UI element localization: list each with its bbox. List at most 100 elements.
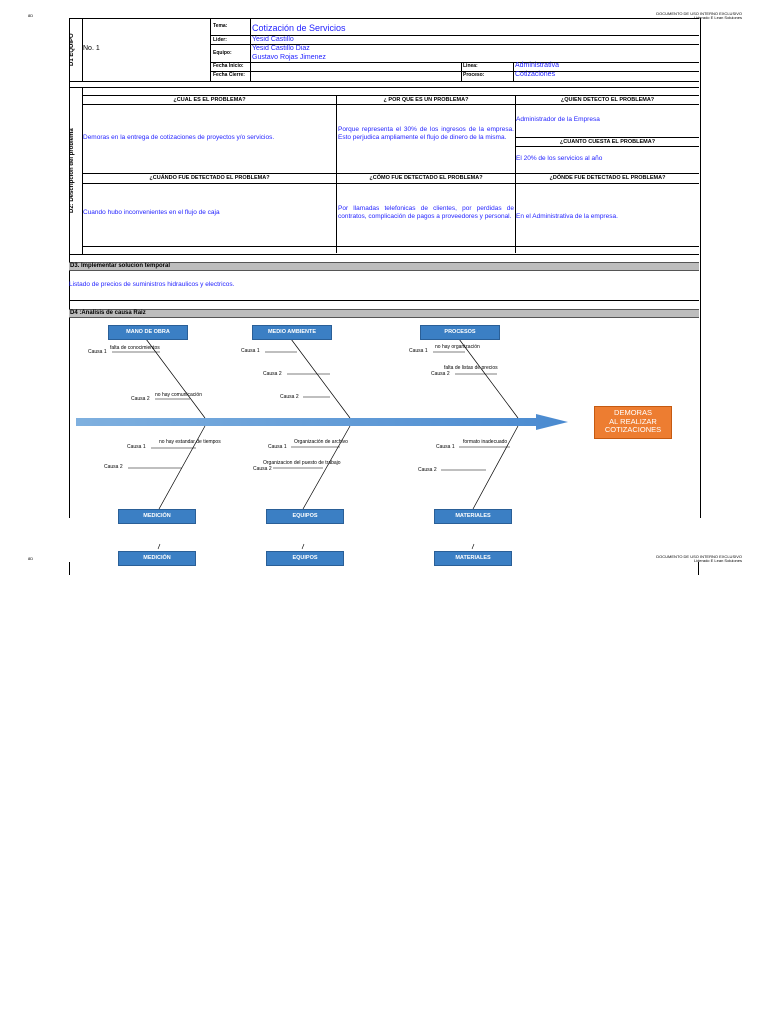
- spine-arrow: [76, 414, 568, 430]
- d1-side: D1 EQUIPO: [69, 19, 83, 81]
- bone-medio-ambiente: [290, 338, 351, 419]
- cause-label: Causa 2: [280, 394, 299, 400]
- cause-label: Causa 2: [104, 464, 123, 470]
- d4-bar: D4 :Analisis de causa Raiz: [69, 309, 699, 318]
- d2-col-line: [336, 95, 337, 253]
- cat-materiales: MATERIALES: [434, 509, 512, 524]
- effect-line3: COTIZACIONES: [604, 425, 662, 434]
- a-donde: En el Administrativa de la empresa.: [516, 213, 618, 220]
- effect-box: DEMORAS AL REALIZAR COTIZACIONES: [594, 406, 672, 439]
- row-line: [515, 146, 699, 147]
- cause-label: Causa 1: [127, 444, 146, 450]
- bone-stub: [471, 543, 475, 550]
- a-como: Por llamadas telefonicas de clientes, po…: [338, 205, 514, 220]
- page2-frame-left: [69, 562, 70, 575]
- bone-stub: [157, 543, 161, 550]
- a-cuanto: El 20% de los servicios al año: [516, 155, 603, 162]
- cat-mano-obra: MANO DE OBRA: [108, 325, 188, 340]
- cause-label: Causa 2: [131, 396, 150, 402]
- d2-section: D2: Descripción del problema ¿CUAL ES EL…: [69, 87, 699, 255]
- page2-mark: 8D: [28, 556, 34, 561]
- d3-text: Listado de precios de suministros hidrau…: [69, 281, 235, 288]
- cause-text: falta de listas de precios: [444, 365, 498, 371]
- page2-cat-medicion: MEDICIÓN: [118, 551, 196, 566]
- cause-label: Causa 1: [436, 444, 455, 450]
- equipo-label: Equipo:: [213, 50, 232, 56]
- doc-header-line1: DOCUMENTO DE USO INTERNO EXCLUSIVO: [656, 11, 742, 16]
- a-cuando: Cuando hubo inconvenientes en el flujo d…: [83, 209, 220, 216]
- d1-divider3: [461, 62, 462, 81]
- tema-value: Cotización de Servicios: [252, 23, 346, 33]
- q-donde: ¿DÓNDE FUE DETECTADO EL PROBLEMA?: [549, 175, 666, 181]
- a-quien: Administrador de la Empresa: [516, 116, 600, 123]
- row-line: [211, 71, 699, 72]
- equipo-value-2: Gustavo Rojas Jimenez: [252, 54, 326, 61]
- d1-number: No. 1: [83, 45, 100, 52]
- bone-equipos: [302, 425, 351, 510]
- q-porque: ¿ POR QUE ES UN PROBLEMA?: [383, 97, 469, 103]
- effect-line1: DEMORAS: [614, 408, 652, 417]
- lider-label: Lider:: [213, 37, 227, 43]
- proceso-value: Cotizaciones: [515, 71, 556, 78]
- q-cual: ¿CUAL ES EL PROBLEMA?: [173, 97, 246, 103]
- d3-bar: D3. Implementar solucion temporal: [69, 262, 699, 271]
- page2-frame-right: [698, 562, 699, 575]
- cat-equipos: EQUIPOS: [266, 509, 344, 524]
- fecha-cierre-label: Fecha Cierre:: [213, 72, 245, 78]
- cause-label: Causa 1: [241, 348, 260, 354]
- effect-line2: AL REALIZAR: [609, 416, 657, 426]
- page2-cat-materiales: MATERIALES: [434, 551, 512, 566]
- cause-text: Organizacion del puesto de trabajo: [263, 460, 341, 466]
- d1-divider: [210, 19, 211, 81]
- doc-header: DOCUMENTO DE USO INTERNO EXCLUSIVO Lider…: [656, 12, 742, 20]
- row-line: [69, 300, 699, 301]
- bone-stub: [301, 543, 305, 550]
- doc-mark: 8D: [28, 13, 34, 18]
- row-line: [515, 137, 699, 138]
- cause-label: Causa 2: [418, 467, 437, 473]
- row-line: [211, 35, 699, 36]
- q-quien: ¿QUIEN DETECTO EL PROBLEMA?: [560, 97, 655, 103]
- bone-materiales: [472, 425, 519, 510]
- cause-label: Causa 2: [253, 466, 272, 472]
- page2-cat-equipos: EQUIPOS: [266, 551, 344, 566]
- row-line: [83, 95, 699, 96]
- cause-text: Organización de archivo: [294, 439, 348, 445]
- q-como: ¿CÓMO FUE DETECTADO EL PROBLEMA?: [369, 175, 483, 181]
- d4-title: D4 :Analisis de causa Raiz: [70, 310, 146, 316]
- q-cuanto: ¿CUANTO CUESTA EL PROBLEMA?: [559, 139, 656, 145]
- cause-text: no hay estandar de tiempos: [159, 439, 221, 445]
- fecha-inicio-label: Fecha Inicio:: [213, 63, 244, 69]
- cause-text: falta de conocimientos: [110, 345, 160, 351]
- d1-divider2: [250, 19, 251, 81]
- row-line: [83, 104, 699, 105]
- row-line: [211, 62, 699, 63]
- a-cual: Demoras en la entrega de cotizaciones de…: [83, 134, 275, 141]
- bone-medicion: [158, 425, 206, 510]
- cat-procesos: PROCESOS: [420, 325, 500, 340]
- d1-divider4: [513, 62, 514, 81]
- cause-label: Causa 1: [409, 348, 428, 354]
- row-line: [83, 183, 699, 184]
- linea-label: Linea:: [463, 63, 478, 69]
- linea-value: Administrativa: [515, 62, 559, 69]
- cat-medicion: MEDICIÓN: [118, 509, 196, 524]
- d2-side: D2: Descripción del problema: [69, 88, 83, 254]
- page2-header: DOCUMENTO DE USO INTERNO EXCLUSIVO Lider…: [656, 555, 742, 563]
- cat-medio-ambiente: MEDIO AMBIENTE: [252, 325, 332, 340]
- lider-value: Yesid Castillo: [252, 36, 294, 43]
- row-line: [83, 246, 699, 247]
- cause-text: formato inadecuado: [463, 439, 508, 445]
- cause-text: no hay organización: [435, 344, 480, 350]
- proceso-label: Proceso:: [463, 72, 485, 78]
- q-cuando: ¿CUÁNDO FUE DETECTADO EL PROBLEMA?: [149, 175, 270, 181]
- a-porque: Porque representa el 30% de los ingresos…: [338, 126, 514, 141]
- doc-header-line2: Liderado E Lean Soluiones: [693, 15, 742, 20]
- tema-label: Tema:: [213, 23, 228, 29]
- page2-header-line2: Liderado E Lean Soluiones: [693, 558, 742, 563]
- cause-label: Causa 1: [268, 444, 287, 450]
- row-line: [83, 173, 699, 174]
- d2-col-line2: [515, 95, 516, 253]
- cause-label: Causa 1: [88, 349, 107, 355]
